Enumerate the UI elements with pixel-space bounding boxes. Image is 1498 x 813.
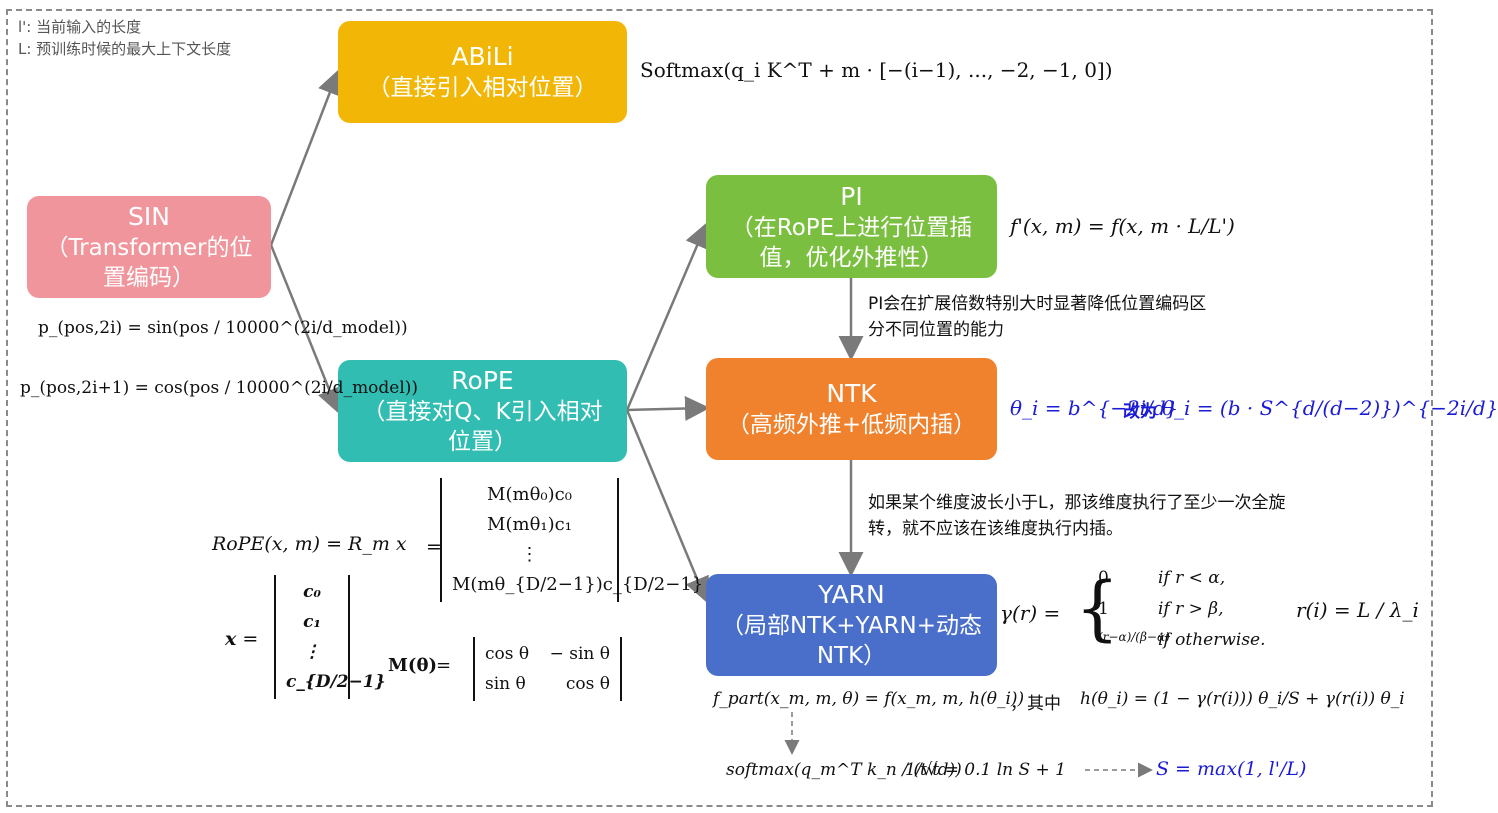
matrix-x-row: ⋮ (303, 642, 321, 662)
note-ntk-to-yarn: 如果某个维度波长小于L，那该维度执行了至少一次全旋转，就不应该在该维度执行内插。 (868, 493, 1286, 539)
node-sin-subtitle: （Transformer的位置编码） (45, 235, 253, 291)
gamma-case-condition: if r > β, (1158, 599, 1224, 619)
formula-gamma-lhs: γ(r) = (1000, 601, 1061, 625)
node-sin: SIN （Transformer的位置编码） (27, 196, 271, 298)
note-pi-to-ntk: PI会在扩展倍数特别大时显著降低位置编码区分不同位置的能力 (868, 294, 1207, 340)
formula-abili: Softmax(q_i K^T + m · [−(i−1), ..., −2, … (640, 58, 1113, 82)
formula-t-def: 1/√t = 0.1 ln S + 1 (905, 760, 1067, 780)
node-pi: PI （在RoPE上进行位置插值，优化外推性） (706, 175, 997, 278)
matrix-rope-row: M(mθ₀)c₀ (487, 484, 572, 505)
formula-gamma-cases: 0 if r < α, 1 if r > β, (r−α)/(β−α)if othe… (1098, 568, 1266, 661)
matrix-rotation-cell: cos θ (565, 674, 610, 694)
formula-fpart: f_part(x_m, m, θ) = f(x_m, m, h(θ_i)) (713, 689, 1025, 709)
formula-softmax: softmax(q_m^T k_n / (t√d)) (726, 760, 962, 780)
matrix-rotation-cell: − sin θ (549, 644, 610, 664)
matrix-rotation: cos θ − sin θ sin θ cos θ (473, 637, 622, 701)
formula-rope-def: RoPE(x, m) = R_m x (212, 533, 407, 555)
matrix-x-row: c_{D/2−1} (286, 672, 386, 692)
node-yarn-subtitle: （局部NTK+YARN+动态NTK） (720, 613, 983, 669)
formula-ntk-theta-new: θ_i = (b · S^{d/(d−2)})^{−2i/d} (1162, 396, 1498, 420)
diagram-frame (6, 9, 1433, 807)
legend-max-context: L: 预训练时候的最大上下文长度 (18, 40, 232, 58)
formula-sin-odd: p_(pos,2i+1) = cos(pos / 10000^(2i/d_mod… (20, 378, 419, 398)
matrix-rotation-cell: sin θ (485, 674, 526, 694)
arrow-sin-abili (269, 69, 342, 246)
formula-ntk-theta-original: θ_i = b^{−2i/d} (1010, 396, 1179, 420)
formula-h-def: h(θ_i) = (1 − γ(r(i))) θ_i/S + γ(r(i)) θ… (1080, 689, 1405, 709)
formula-r-def: r(i) = L / λ_i (1296, 598, 1419, 622)
legend-current-length: l': 当前输入的长度 (18, 18, 142, 36)
formula-ntk-replace: 改为 (1123, 402, 1157, 422)
node-rope-title: RoPE (451, 366, 514, 395)
node-rope-subtitle: （直接对Q、K引入相对位置） (362, 399, 603, 455)
node-abili-title: ABiLi (451, 42, 514, 71)
formula-x-label: x = (225, 628, 259, 650)
formula-m-theta-label: M(θ) (388, 655, 437, 676)
gamma-case-condition: if otherwise. (1158, 630, 1266, 650)
node-abili-subtitle: （直接引入相对位置） (367, 75, 598, 101)
node-abili: ABiLi （直接引入相对位置） (338, 21, 627, 123)
node-ntk-subtitle: （高频外推+低频内插） (726, 412, 977, 438)
node-ntk-title: NTK (826, 379, 877, 408)
node-yarn-title: YARN (818, 580, 885, 609)
node-ntk: NTK （高频外推+低频内插） (706, 358, 997, 460)
flow-arrows (269, 69, 1153, 778)
matrix-rope-row: ⋮ (520, 544, 539, 565)
node-sin-title: SIN (128, 202, 170, 231)
matrix-rope-row: M(mθ₁)c₁ (487, 514, 572, 535)
gamma-case-value: (r−α)/(β−α) (1098, 630, 1170, 644)
formula-s-def: S = max(1, l'/L) (1156, 758, 1307, 780)
arrow-rope-ntk (626, 396, 710, 422)
formula-sin-even: p_(pos,2i) = sin(pos / 10000^(2i/d_model… (38, 318, 408, 338)
gamma-case-condition: if r < α, (1158, 568, 1226, 588)
gamma-case-value: 1 (1098, 599, 1109, 619)
formula-pi: f'(x, m) = f(x, m · L/L') (1010, 214, 1235, 238)
matrix-x-row: c₁ (303, 612, 321, 632)
node-pi-title: PI (840, 181, 863, 211)
arrow-rope-pi (625, 222, 709, 411)
formula-m-theta-eq: = (436, 655, 452, 676)
matrix-rope-row: M(mθ_{D/2−1})c_{D/2−1} (452, 574, 704, 595)
arrow-rope-yarn (625, 409, 709, 603)
arrow-sin-rope (269, 244, 342, 414)
node-rope: RoPE （直接对Q、K引入相对位置） (338, 360, 627, 462)
node-yarn: YARN （局部NTK+YARN+动态NTK） (706, 574, 997, 676)
gamma-case-value: 0 (1098, 568, 1109, 588)
node-pi-subtitle: （在RoPE上进行位置插值，优化外推性） (730, 214, 973, 271)
gamma-brace: { (1075, 567, 1120, 649)
legend: l': 当前输入的长度 L: 预训练时候的最大上下文长度 (18, 16, 231, 60)
matrix-rope-rhs: = M(mθ₀)c₀ M(mθ₁)c₁ ⋮ M(mθ_{D/2−1})c_{D/… (426, 478, 704, 602)
matrix-rotation-cell: cos θ (485, 644, 530, 664)
formula-fpart-where: ，其中 (1010, 694, 1061, 714)
matrix-x-row: c₀ (303, 582, 321, 602)
matrix-x: c₀ c₁ ⋮ c_{D/2−1} (274, 575, 386, 699)
